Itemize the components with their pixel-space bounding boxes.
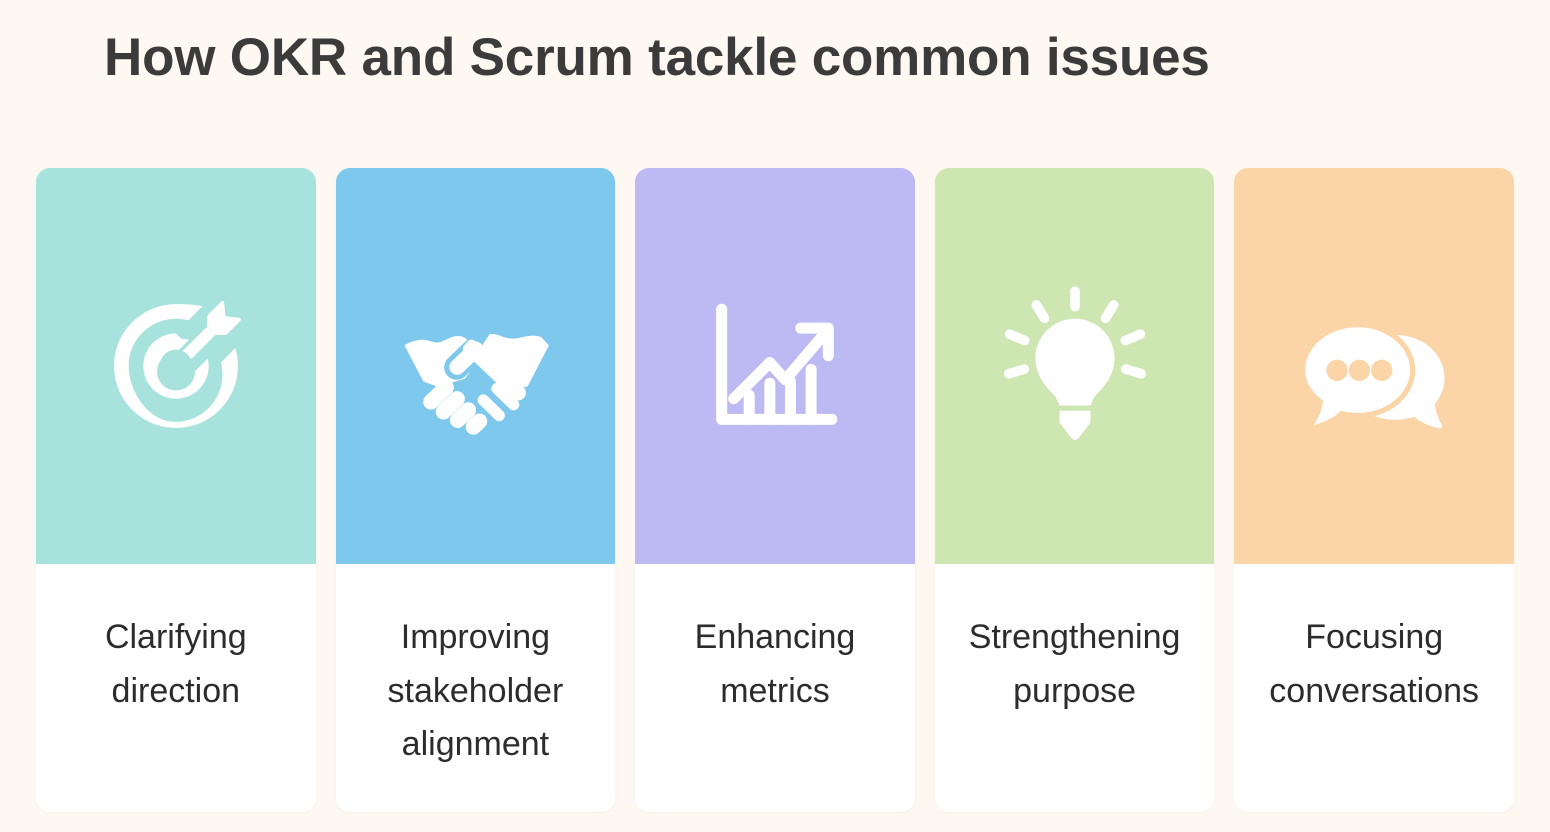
card-label-5: Focusing conversations: [1269, 618, 1480, 710]
card-enhancing-metrics[interactable]: Enhancing metrics: [635, 168, 915, 812]
card-icon-area-5: [1234, 168, 1514, 564]
card-label-3: Enhancing metrics: [694, 618, 856, 710]
speech-bubbles-icon: [1300, 322, 1445, 431]
card-focusing-conversations[interactable]: Focusing conversations: [1234, 168, 1514, 812]
card-label-area-5: Focusing conversations: [1234, 564, 1514, 812]
card-icon-area-3: [635, 168, 915, 564]
lightbulb-icon: [1003, 286, 1146, 440]
card-row: Clarifying direction: [36, 168, 1514, 812]
card-icon-area-2: [335, 168, 616, 564]
card-strengthening-purpose[interactable]: Strengthening purpose: [934, 168, 1215, 812]
card-label-area-2: Improving stakeholder alignment: [335, 564, 616, 812]
card-label-area-3: Enhancing metrics: [635, 564, 915, 812]
card-label-4: Strengthening purpose: [968, 618, 1181, 710]
card-label-2: Improving stakeholder alignment: [387, 618, 564, 764]
card-clarifying-direction[interactable]: Clarifying direction: [36, 168, 316, 812]
card-label-area-4: Strengthening purpose: [934, 564, 1215, 812]
card-label-area-1: Clarifying direction: [36, 564, 316, 812]
page-title: How OKR and Scrum tackle common issues: [104, 28, 1210, 87]
target-icon: [113, 301, 241, 428]
card-icon-area-4: [934, 168, 1215, 564]
growth-chart-icon: [716, 303, 838, 425]
handshake-icon: [404, 333, 550, 435]
card-label-1: Clarifying direction: [104, 618, 247, 710]
card-improving-stakeholder-alignment[interactable]: Improving stakeholder alignment: [335, 168, 616, 812]
card-icon-area-1: [36, 168, 316, 564]
